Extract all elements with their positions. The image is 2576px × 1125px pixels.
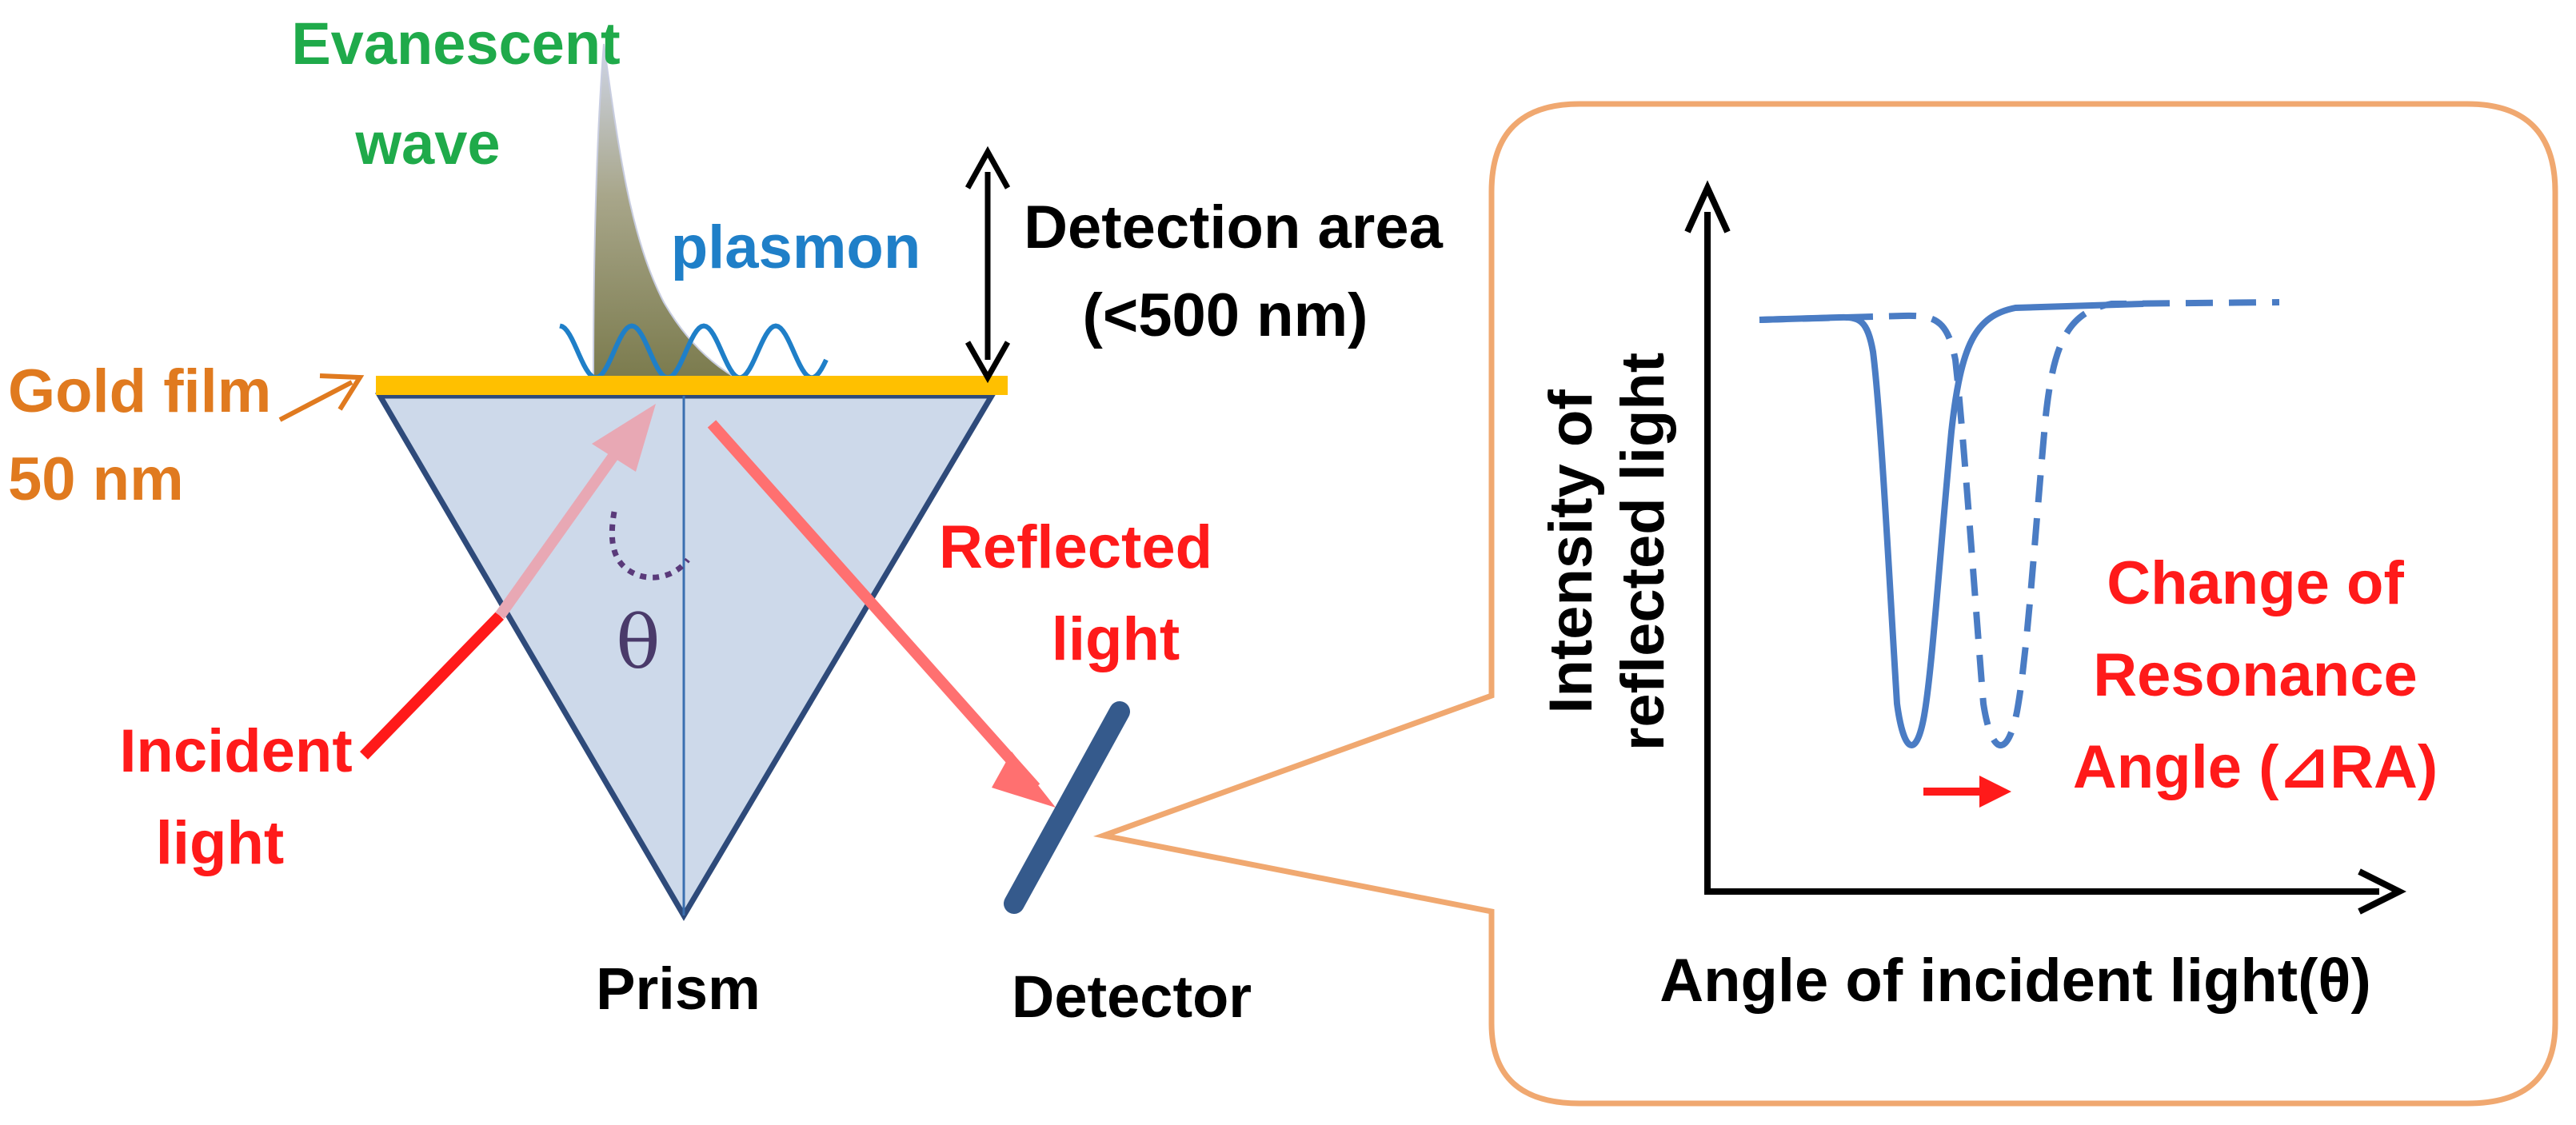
inset-xlabel: Angle of incident light(θ) <box>1659 947 2371 1015</box>
reflected-light-label-line2: light <box>1052 605 1180 673</box>
evanescent-wave <box>592 43 745 383</box>
incident-arrowhead-icon <box>592 404 656 472</box>
resonance-shift-arrowhead-icon <box>1979 776 2011 808</box>
incident-light-beam-inner <box>495 432 633 620</box>
change-label-line1: Change of <box>2107 549 2404 617</box>
theta-label: θ <box>616 600 660 685</box>
inset-x-axis-arrowhead-icon <box>2358 868 2406 915</box>
inset-ylabel-line1: Intensity of <box>1537 389 1605 714</box>
reflected-arrowhead-icon <box>992 752 1056 808</box>
change-label-line3: Angle (⊿RA) <box>2073 733 2438 801</box>
inset-ylabel-line2: reflected light <box>1609 353 1677 751</box>
prism <box>374 393 997 921</box>
gold-film-label-line2: 50 nm <box>8 445 184 513</box>
plasmon-wave <box>559 323 829 381</box>
incident-light-beam <box>359 612 505 760</box>
prism-label: Prism <box>596 955 761 1022</box>
gold-film-pointer-arrow <box>278 380 353 422</box>
detector <box>1004 701 1130 914</box>
callout-bubble <box>1092 101 2558 1107</box>
reflected-light-label-line1: Reflected <box>939 513 1212 581</box>
detector-label: Detector <box>1012 963 1252 1030</box>
reflected-light-beam <box>707 420 1040 792</box>
gold-pointer-arrowhead-icon <box>319 373 365 411</box>
change-label-line2: Resonance <box>2093 641 2418 709</box>
incident-light-label-line2: light <box>156 809 284 877</box>
detection-area-label-line1: Detection area <box>1024 193 1443 261</box>
angle-arc <box>609 511 690 580</box>
plasmon-label: plasmon <box>671 213 921 281</box>
evanescent-label-line2: wave <box>354 110 500 177</box>
gold-film <box>376 376 1008 395</box>
incident-light-label-line1: Incident <box>119 717 352 785</box>
evanescent-label-line1: Evanescent <box>291 10 620 77</box>
inset-y-axis-arrowhead-icon <box>1684 180 1731 233</box>
gold-film-label-line1: Gold film <box>8 357 271 425</box>
resonance-curve-after <box>1759 299 2280 748</box>
detection-area-label-line2: (<500 nm) <box>1083 281 1368 349</box>
detection-arrow-up-icon <box>965 146 1011 189</box>
detection-arrow-down-icon <box>965 341 1011 384</box>
resonance-curve-before <box>1759 301 2144 748</box>
